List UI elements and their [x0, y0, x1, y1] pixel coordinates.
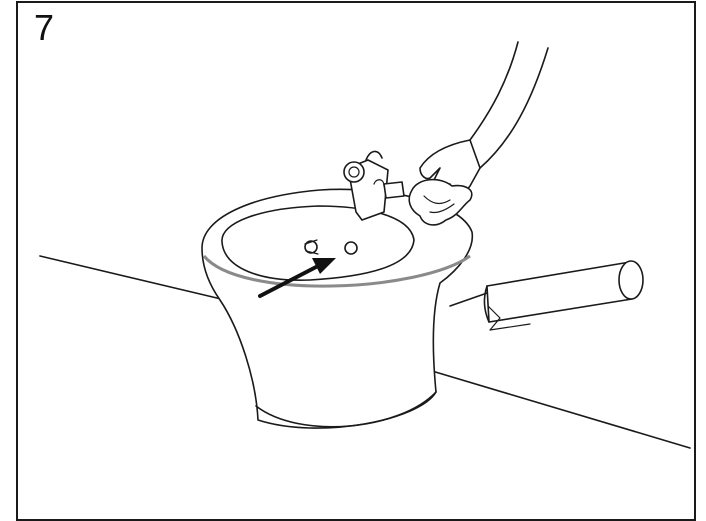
waste-pipe-icon	[484, 261, 643, 330]
hand-with-cloth-icon	[409, 42, 548, 225]
